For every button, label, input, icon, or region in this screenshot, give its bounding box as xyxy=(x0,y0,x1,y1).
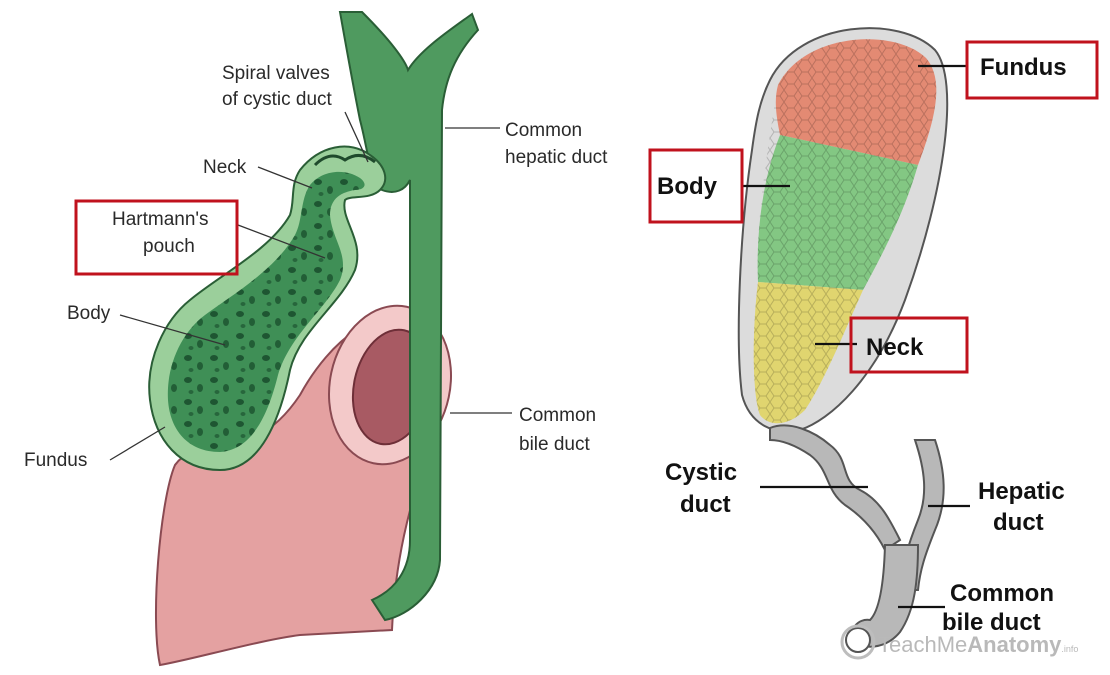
biliary-ducts xyxy=(770,425,944,652)
label-spiral-valves-line2: of cystic duct xyxy=(222,89,333,110)
right-diagram: Fundus Body Neck Cystic duct Hepatic duc… xyxy=(650,28,1097,658)
label-hartmanns-line1: Hartmann's xyxy=(112,209,209,230)
label-neck: Neck xyxy=(203,157,247,178)
label-body: Body xyxy=(67,303,111,324)
watermark-suffix: .info xyxy=(1061,644,1078,654)
label-cystic-line1: Cystic xyxy=(665,459,737,486)
label-neck-right: Neck xyxy=(866,334,924,361)
label-hartmanns-line2: pouch xyxy=(143,236,195,257)
watermark-text: TeachMeAnatomy.info xyxy=(878,632,1078,657)
label-fundus: Fundus xyxy=(24,450,87,471)
label-common-hepatic-line1: Common xyxy=(505,120,582,141)
watermark-brand: Anatomy xyxy=(967,632,1062,657)
label-hepatic-line1: Hepatic xyxy=(978,478,1065,505)
label-spiral-valves-line1: Spiral valves xyxy=(222,63,330,84)
label-common-bile-line1: Common xyxy=(519,405,596,426)
label-fundus-right: Fundus xyxy=(980,54,1067,81)
watermark-prefix: TeachMe xyxy=(878,632,967,657)
label-hepatic-line2: duct xyxy=(993,509,1044,536)
label-common-hepatic-line2: hepatic duct xyxy=(505,147,608,168)
common-bile-duct-opening xyxy=(846,628,870,652)
label-common-bile-line2: bile duct xyxy=(519,434,590,455)
label-common-bile-line1-right: Common xyxy=(950,580,1054,607)
label-cystic-line2: duct xyxy=(680,491,731,518)
left-diagram: Spiral valves of cystic duct Neck Hartma… xyxy=(24,12,608,665)
label-body-right: Body xyxy=(657,173,718,200)
